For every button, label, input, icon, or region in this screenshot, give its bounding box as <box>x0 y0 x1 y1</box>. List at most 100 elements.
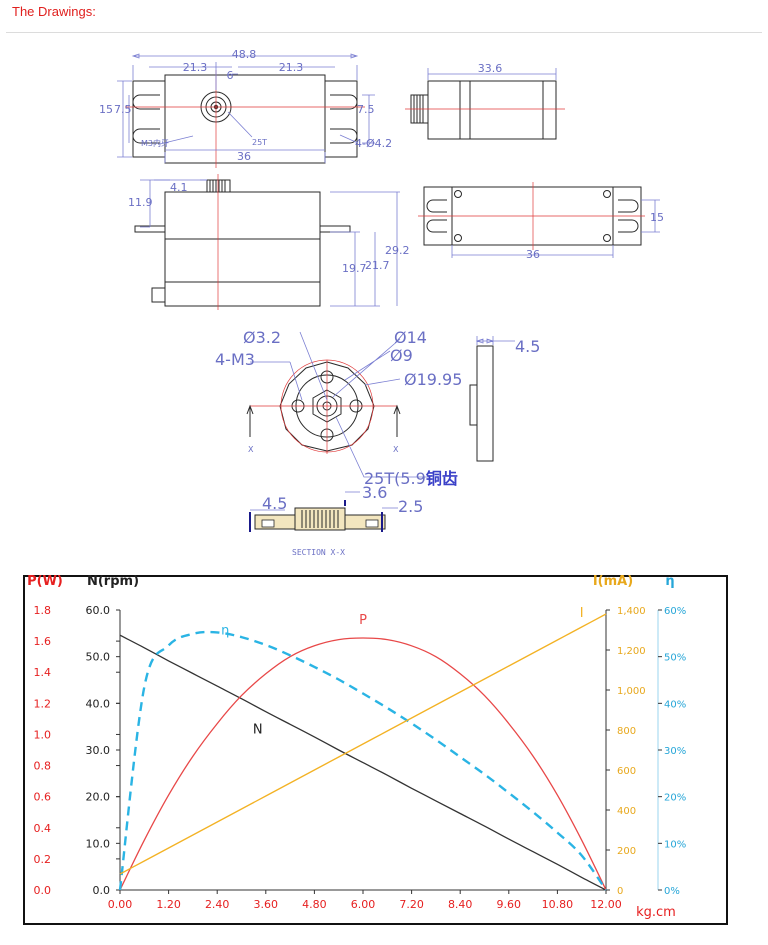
series-line-eta <box>118 630 607 891</box>
series-line-I <box>119 613 607 875</box>
x-tick-label: 1.20 <box>156 898 181 911</box>
y-tick-label-P: 1.0 <box>34 728 52 741</box>
y-axis-title-N: N(rpm) <box>87 575 139 589</box>
y-tick-label-eta: 10% <box>664 839 686 850</box>
side-body-height-dim: 21.7 <box>365 259 390 272</box>
y-tick-label-P: 0.0 <box>34 884 52 897</box>
series-label-N: N <box>253 723 263 738</box>
y-tick-label-I: 400 <box>617 806 636 817</box>
y-tick-label-I: 1,400 <box>617 606 646 617</box>
side-ear-height-dim: 11.9 <box>128 196 153 209</box>
section-dim-45: 4.5 <box>262 494 287 513</box>
x-tick-label: 8.40 <box>448 898 473 911</box>
divider <box>6 32 762 33</box>
bottom-width-dim: 36 <box>526 248 540 261</box>
x-tick-label: 7.20 <box>399 898 424 911</box>
horn-holes-label: 4-M3 <box>215 350 255 369</box>
bottom-height-dim: 15 <box>650 211 664 224</box>
x-tick-label: 2.40 <box>205 898 230 911</box>
end-depth-dim: 33.6 <box>478 62 503 75</box>
y-tick-label-eta: 40% <box>664 699 686 710</box>
side-lower-dim: 19.7 <box>342 262 367 275</box>
section-heading: The Drawings: <box>12 4 96 19</box>
spline-label: 25T <box>252 138 267 147</box>
y-axis-title-P: P(W) <box>27 575 63 589</box>
y-tick-label-N: 0.0 <box>93 884 111 897</box>
top-half-right-dim: 21.3 <box>279 61 304 74</box>
holes-label: 4-Ø4.2 <box>355 137 392 150</box>
y-tick-label-I: 1,200 <box>617 646 646 657</box>
y-tick-label-P: 1.8 <box>34 604 52 617</box>
horn-side-view: 4.5 <box>469 336 540 462</box>
y-tick-label-P: 1.4 <box>34 666 52 679</box>
side-top-offset-dim: 4.1 <box>170 181 188 194</box>
y-tick-label-N: 20.0 <box>86 791 111 804</box>
horn-spline-spec: 25T(5.9 <box>364 469 426 488</box>
y-tick-label-N: 50.0 <box>86 651 111 664</box>
section-dim-25: 2.5 <box>398 497 423 516</box>
series-line-N <box>119 634 607 891</box>
y-axis-title-eta: η <box>665 575 674 589</box>
y-tick-label-I: 200 <box>617 846 636 857</box>
series-label-P: P <box>359 613 367 628</box>
y-tick-label-P: 0.4 <box>34 822 52 835</box>
y-tick-label-N: 40.0 <box>86 697 111 710</box>
horn-spline-label: 25T(5.9铜齿 <box>364 469 458 488</box>
y-tick-label-I: 0 <box>617 886 623 897</box>
series-label-I: I <box>580 606 584 621</box>
y-tick-label-P: 1.2 <box>34 697 52 710</box>
y-tick-label-I: 600 <box>617 766 636 777</box>
y-tick-label-eta: 50% <box>664 653 686 664</box>
x-tick-label: 4.80 <box>302 898 327 911</box>
y-tick-label-N: 10.0 <box>86 837 111 850</box>
end-view: 33.6 <box>405 62 565 140</box>
chart-frame <box>23 575 728 925</box>
top-height2-dim: 7.5 <box>114 103 132 116</box>
horn-section-view: 4.5 3.6 2.5 SECTION X-X <box>249 483 423 557</box>
top-width-dim: 48.8 <box>232 48 257 61</box>
horn-spline-material: 铜齿 <box>426 469 458 488</box>
y-tick-label-eta: 0% <box>664 886 680 897</box>
bottom-view: 36 15 <box>418 182 664 261</box>
horn-front-view: Ø3.2 4-M3 Ø14 Ø9 Ø19.95 25T(5.9铜齿 X X <box>215 328 462 488</box>
x-tick-label: 9.60 <box>497 898 522 911</box>
y-tick-label-P: 0.6 <box>34 791 52 804</box>
x-tick-label: 0.00 <box>108 898 133 911</box>
top-body-dim: 36 <box>237 150 251 163</box>
section-label: SECTION X-X <box>292 548 345 557</box>
horn-thickness-dim: 4.5 <box>515 337 540 356</box>
x-mark-left: X <box>248 445 254 454</box>
top-view: 48.8 21.3 21.3 6 15 7.5 7.5 25T M3内牙 4-Ø… <box>99 48 392 168</box>
side-total-height-dim: 29.2 <box>385 244 410 257</box>
top-half-left-dim: 21.3 <box>183 61 208 74</box>
chart-series <box>118 613 607 891</box>
screw-label: M3内牙 <box>141 138 169 148</box>
horn-center-dia: Ø3.2 <box>243 328 281 347</box>
y-tick-label-N: 60.0 <box>86 604 111 617</box>
top-right-height-dim: 7.5 <box>357 103 375 116</box>
series-line-P <box>119 637 607 891</box>
horn-dia-1995: Ø19.95 <box>404 370 462 389</box>
y-axis-title-I: I(mA) <box>593 575 633 589</box>
x-tick-label: 3.60 <box>254 898 279 911</box>
top-offset-dim: 6 <box>227 69 234 82</box>
y-tick-label-I: 1,000 <box>617 686 646 697</box>
x-tick-label: 10.80 <box>542 898 574 911</box>
side-view: 4.1 11.9 19.7 21.7 29.2 <box>128 174 410 310</box>
x-tick-label: 12.00 <box>590 898 622 911</box>
y-tick-label-P: 0.2 <box>34 853 52 866</box>
y-tick-label-I: 800 <box>617 726 636 737</box>
y-tick-label-N: 30.0 <box>86 744 111 757</box>
x-unit-label: kg.cm <box>636 905 676 920</box>
x-tick-label: 6.00 <box>351 898 376 911</box>
y-tick-label-P: 1.6 <box>34 635 52 648</box>
horn-dia-9: Ø9 <box>390 346 413 365</box>
top-height-dim: 15 <box>99 103 113 116</box>
y-tick-label-eta: 60% <box>664 606 686 617</box>
section-dim-36: 3.6 <box>362 483 387 502</box>
horn-dia-14: Ø14 <box>394 328 427 347</box>
y-tick-label-P: 0.8 <box>34 760 52 773</box>
